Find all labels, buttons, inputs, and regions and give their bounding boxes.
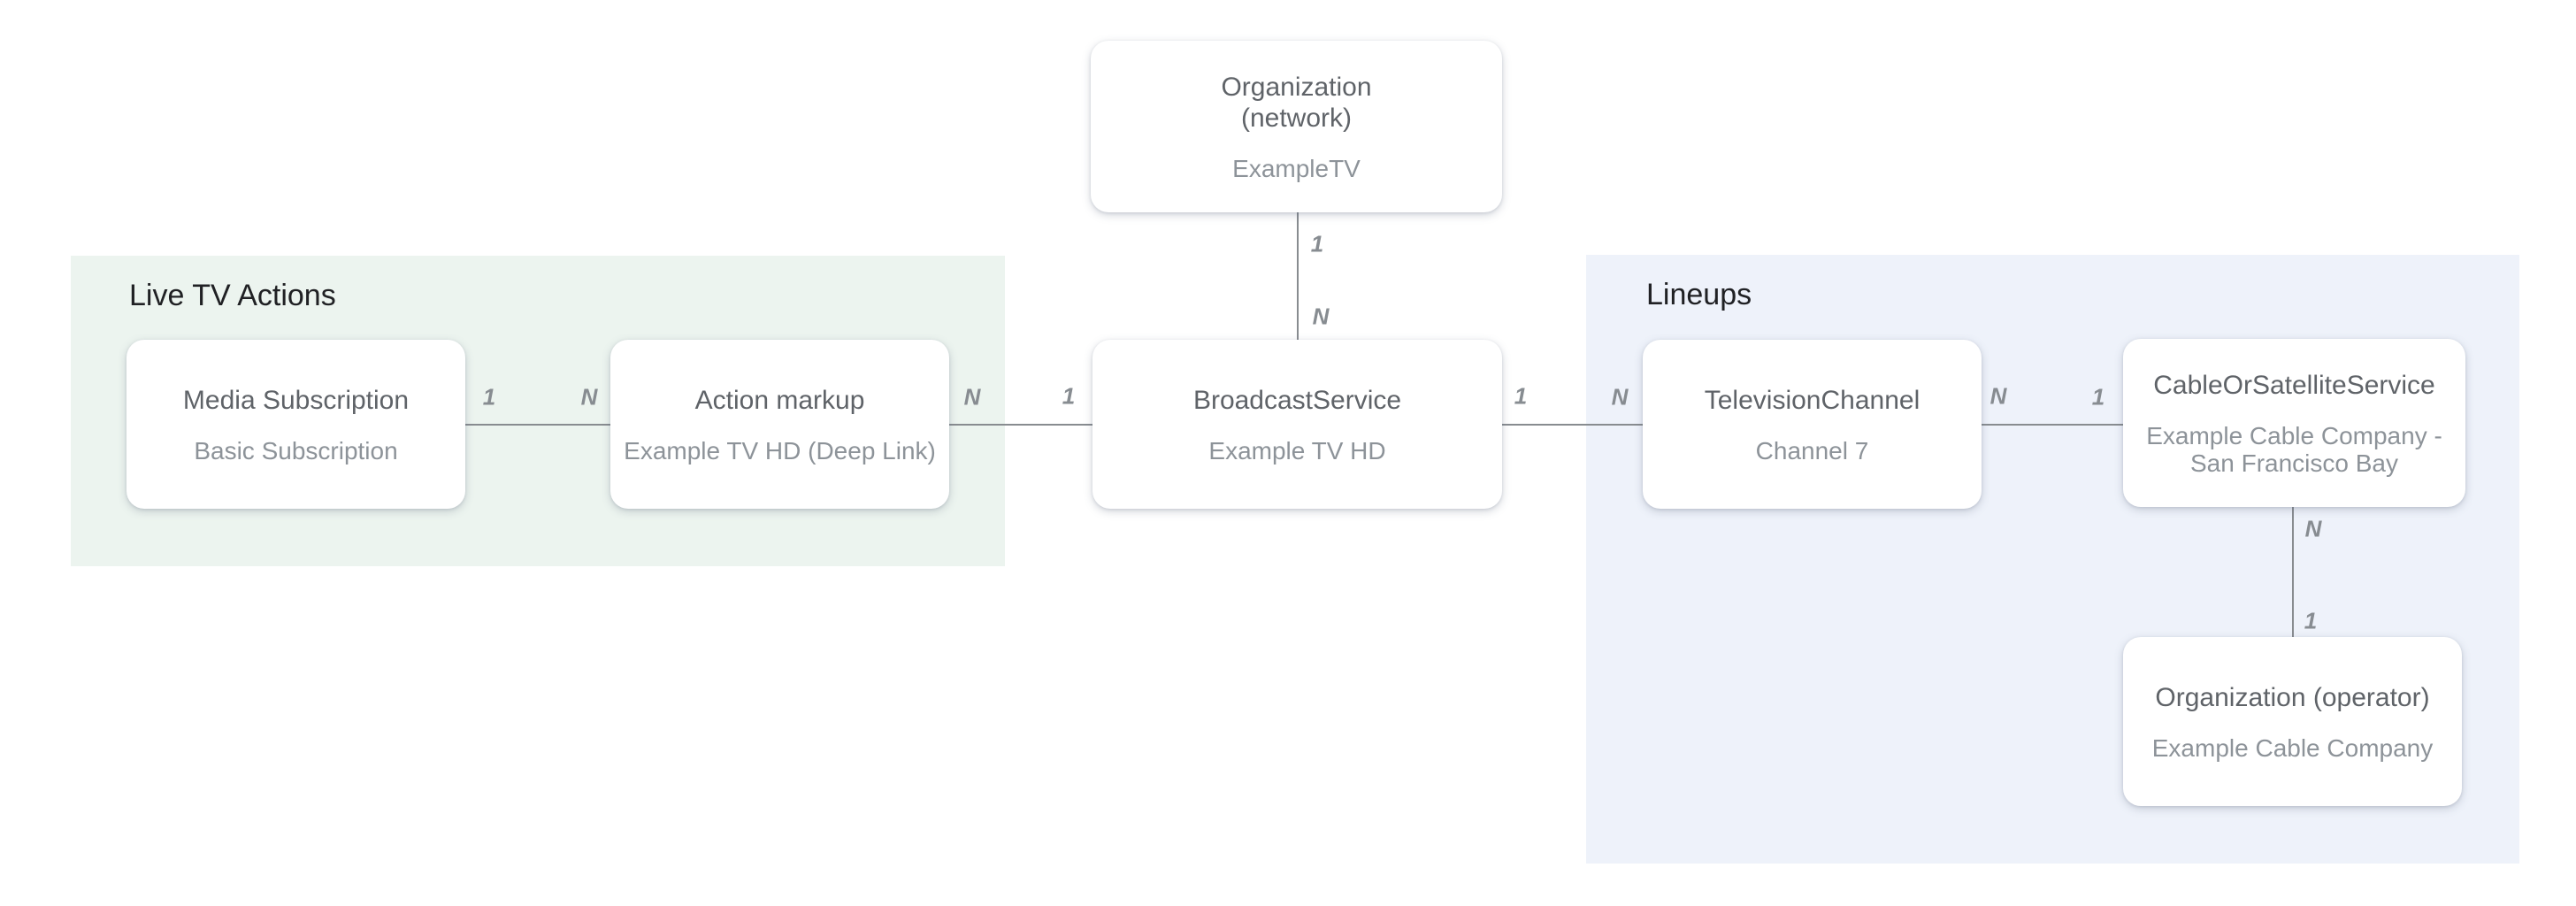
node-subtitle: Basic Subscription (194, 436, 398, 465)
cardinality-label: 1 (2304, 607, 2318, 634)
cardinality-label: N (1611, 383, 1629, 411)
node-title: CableOrSatelliteService (2153, 370, 2435, 400)
connector-cableservice-to-operator (2292, 507, 2294, 637)
node-action-markup: Action markup Example TV HD (Deep Link) (610, 340, 949, 509)
node-media-subscription: Media Subscription Basic Subscription (126, 340, 465, 509)
cardinality-label: N (963, 383, 981, 411)
node-subtitle: Example TV HD (Deep Link) (624, 436, 936, 465)
cardinality-label: 1 (1062, 382, 1076, 410)
node-subtitle: ExampleTV (1232, 154, 1361, 182)
node-subtitle: Channel 7 (1755, 436, 1869, 465)
node-subtitle-line: San Francisco Bay (2190, 449, 2398, 477)
cardinality-label: N (1312, 303, 1330, 330)
node-title: Organization (network) (1221, 72, 1371, 134)
node-organization-operator: Organization (operator) Example Cable Co… (2123, 637, 2462, 806)
connector-televisionchannel-to-cableservice (1982, 424, 2123, 426)
node-cable-or-satellite-service: CableOrSatelliteService Example Cable Co… (2123, 339, 2465, 507)
node-subtitle: Example Cable Company (2151, 733, 2434, 762)
node-subtitle-line: Example Cable Company - (2146, 421, 2442, 449)
cardinality-label: N (1990, 382, 2007, 410)
node-title: Action markup (694, 385, 865, 415)
cardinality-label: N (2304, 515, 2322, 542)
connector-actionmarkup-to-broadcastservice (949, 424, 1092, 426)
node-title: Media Subscription (182, 385, 410, 415)
connector-broadcastservice-to-televisionchannel (1502, 424, 1643, 426)
cardinality-label: 1 (1310, 230, 1324, 257)
node-title: Organization (operator) (2155, 682, 2430, 712)
node-title: BroadcastService (1192, 385, 1402, 415)
node-broadcast-service: BroadcastService Example TV HD (1092, 340, 1502, 509)
cardinality-label: 1 (1514, 382, 1528, 410)
connector-network-to-broadcastservice (1297, 212, 1299, 340)
cardinality-label: 1 (482, 383, 496, 411)
node-organization-network: Organization (network) ExampleTV (1091, 41, 1502, 212)
cardinality-label: 1 (2091, 383, 2105, 411)
node-title: TelevisionChannel (1704, 385, 1920, 415)
node-subtitle: Example TV HD (1208, 436, 1386, 465)
region-lineups-title: Lineups (1646, 278, 1752, 311)
connector-mediasubscription-to-actionmarkup (465, 424, 610, 426)
node-title-line: (network) (1240, 103, 1352, 133)
region-live-tv-actions-title: Live TV Actions (129, 279, 336, 312)
node-subtitle: Example Cable Company - San Francisco Ba… (2146, 422, 2442, 477)
cardinality-label: N (580, 383, 598, 411)
node-title-line: Organization (1221, 72, 1372, 102)
node-television-channel: TelevisionChannel Channel 7 (1643, 340, 1982, 509)
